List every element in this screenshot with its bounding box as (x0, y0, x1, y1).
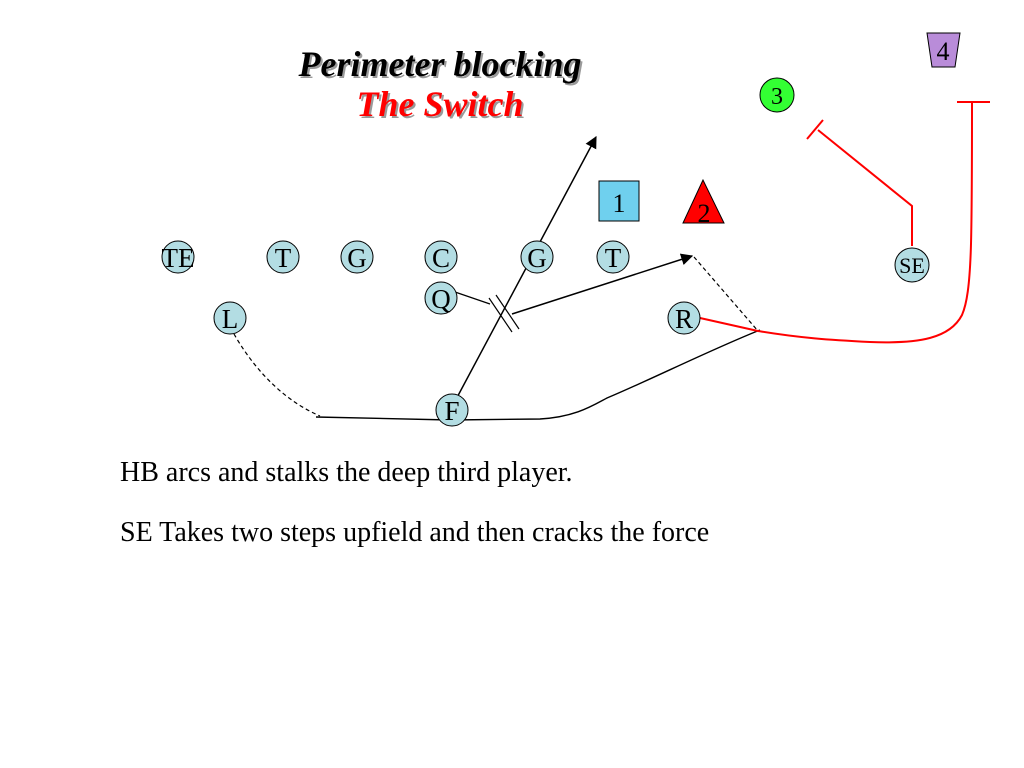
player-lt-circle (266, 240, 300, 274)
pitch-continuation (693, 256, 759, 332)
player-rhb-circle (667, 301, 701, 335)
player-se-circle (894, 247, 930, 283)
lhb-motion-route (233, 333, 321, 417)
pitch-route (511, 253, 694, 315)
player-qb[interactable]: Q (424, 281, 458, 315)
player-rt[interactable]: T (596, 240, 630, 274)
player-lg[interactable]: G (340, 240, 374, 274)
player-te-circle (161, 240, 195, 274)
defender-3[interactable]: 3 (759, 77, 795, 113)
defender-4-label: 4 (937, 37, 950, 66)
player-fb-label: F (444, 396, 459, 426)
rhb-block-route (699, 102, 973, 344)
defenders: 1 2 3 4 (598, 32, 961, 228)
player-qb-circle (424, 281, 458, 315)
defender-4-trapezoid (926, 32, 961, 68)
player-rhb-label: R (675, 304, 693, 334)
player-c-circle (424, 240, 458, 274)
player-c[interactable]: C (424, 240, 458, 274)
handoff-mark-2 (495, 294, 520, 330)
se-crack-tbar (806, 119, 824, 140)
player-lhb[interactable]: L (213, 301, 247, 335)
player-lhb-label: L (222, 304, 239, 334)
defender-2-triangle (682, 178, 725, 224)
note-hb: HB arcs and stalks the deep third player… (120, 457, 573, 488)
routes (233, 101, 990, 421)
play-title: Perimeter blocking (298, 44, 582, 84)
defender-1-box (598, 180, 640, 222)
defender-1-label: 1 (613, 189, 626, 218)
player-rt-label: T (605, 243, 622, 273)
player-rg[interactable]: G (520, 240, 554, 274)
player-lg-circle (340, 240, 374, 274)
defender-3-circle (759, 77, 795, 113)
defender-1[interactable]: 1 (598, 180, 640, 222)
player-te[interactable]: TE (161, 240, 195, 274)
defender-4[interactable]: 4 (926, 32, 961, 68)
player-lt-label: T (275, 243, 292, 273)
fullback-route (452, 135, 597, 406)
defender-2[interactable]: 2 (682, 178, 725, 228)
play-subtitle: The Switch (356, 84, 524, 124)
player-lg-label: G (347, 243, 367, 273)
player-rt-circle (596, 240, 630, 274)
player-lt[interactable]: T (266, 240, 300, 274)
player-se[interactable]: SE (894, 247, 930, 283)
handoff-mark-1 (488, 297, 513, 333)
defender-3-label: 3 (771, 84, 783, 110)
slide-title: Perimeter blocking The Switch (0, 44, 880, 124)
player-fb[interactable]: F (435, 393, 469, 427)
lhb-sweep-route (315, 329, 761, 421)
player-lhb-circle (213, 301, 247, 335)
player-fb-circle (435, 393, 469, 427)
player-se-label: SE (899, 253, 925, 278)
player-rg-circle (520, 240, 554, 274)
player-qb-label: Q (431, 284, 451, 314)
qb-fake-line (454, 291, 491, 305)
player-rhb[interactable]: R (667, 301, 701, 335)
defender-2-label: 2 (698, 199, 711, 228)
player-te-label: TE (162, 243, 195, 273)
se-crack-route (817, 129, 913, 246)
offense: TE T G C G T Q L (161, 240, 930, 427)
player-rg-label: G (527, 243, 547, 273)
player-c-label: C (432, 243, 450, 273)
note-se: SE Takes two steps upfield and then crac… (120, 517, 710, 548)
